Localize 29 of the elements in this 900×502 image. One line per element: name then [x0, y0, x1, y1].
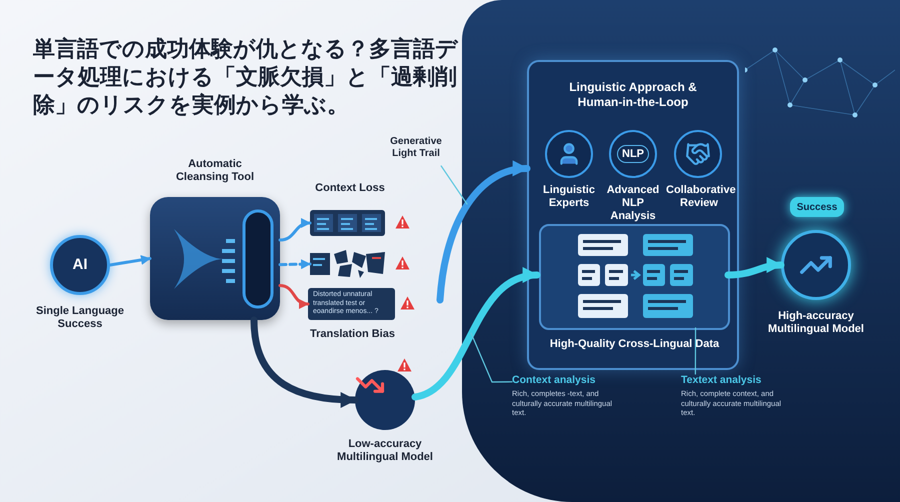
callout-text: Generative Light Trail	[389, 136, 443, 160]
node-caption: Low-accuracy Multilingual Model	[336, 438, 434, 464]
leader-line	[470, 332, 513, 383]
panel-title: Linguistic Approach & Human-in-the-Loop	[568, 80, 698, 110]
node-caption: High-Quality Cross-Lingual Data	[548, 338, 720, 351]
arrow	[412, 269, 540, 400]
leader-line	[440, 165, 468, 205]
arrow	[436, 162, 530, 304]
node-caption: Single Language Success	[34, 305, 125, 331]
arrow	[108, 255, 152, 266]
leader-line	[694, 327, 696, 375]
nlp-label: NLP	[617, 144, 649, 164]
arrow	[250, 316, 358, 408]
ai-label: AI	[72, 254, 88, 275]
arrow	[278, 284, 310, 308]
success-badge: Success	[790, 197, 844, 217]
callout-heading: Context analysis	[512, 374, 596, 387]
approach-panel	[527, 60, 739, 370]
arrow	[278, 259, 312, 270]
page-title: 単言語での成功体験が仇となる？多言語データ処理における「文脈欠損」と「過剰削除」のリスクを実例から学ぶ。	[33, 35, 460, 119]
arrow	[278, 218, 312, 242]
node-caption: High-accuracy Multilingual Model	[767, 310, 865, 336]
node-heading: Automatic Cleansing Tool	[174, 158, 256, 184]
callout-heading: Textext analysis	[681, 374, 762, 387]
node-heading: Context Loss	[314, 182, 386, 195]
node-caption: Advanced NLP Analysis	[606, 184, 660, 223]
node-heading: Translation Bias	[309, 328, 396, 341]
node-caption: Linguistic Experts	[542, 184, 596, 210]
arrow	[724, 258, 784, 278]
